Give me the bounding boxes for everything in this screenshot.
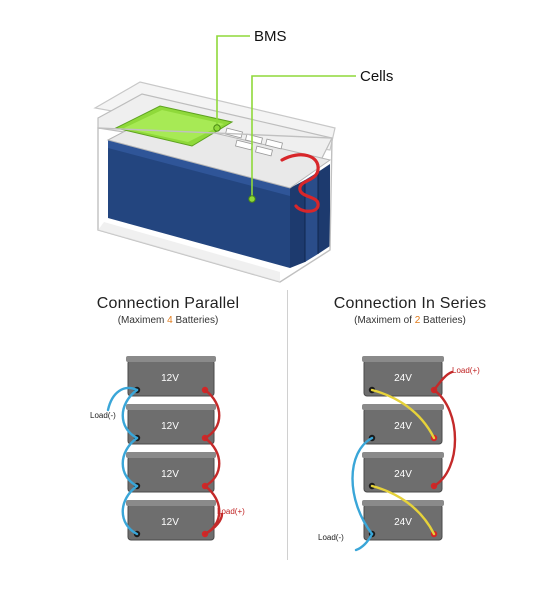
parallel-battery-4-voltage: 12V xyxy=(161,517,179,528)
parallel-battery-1-voltage: 12V xyxy=(161,373,179,384)
cells-front xyxy=(108,140,290,268)
series-battery-4-voltage: 24V xyxy=(394,517,412,528)
cell-side-2 xyxy=(305,172,318,262)
cells-label: Cells xyxy=(360,68,394,85)
parallel-positive-wires xyxy=(203,388,224,536)
bms-board-highlight xyxy=(124,110,224,142)
series-load-positive: Load(+) xyxy=(452,366,480,375)
cell-side-1 xyxy=(290,180,305,268)
parallel-battery-3-voltage: 12V xyxy=(161,469,179,480)
section-divider xyxy=(287,290,288,560)
bms-callout-dot xyxy=(213,124,221,132)
cells-callout-dot xyxy=(248,195,256,203)
parallel-subtitle: (Maximem 4 Batteries) xyxy=(48,315,288,326)
busbars xyxy=(225,127,283,157)
series-link-wires xyxy=(370,388,436,536)
series-battery-3-voltage: 24V xyxy=(394,469,412,480)
parallel-negative-wires xyxy=(106,386,139,536)
bms-label: BMS xyxy=(254,28,287,45)
parallel-battery-count: 4 xyxy=(167,315,173,326)
parallel-load-positive: Load(+) xyxy=(217,507,245,516)
parallel-battery-2-voltage: 12V xyxy=(161,421,179,432)
series-positive-wires xyxy=(432,370,457,488)
cells-front-top xyxy=(108,140,290,196)
series-title: Connection In Series xyxy=(333,295,487,312)
cell-side-3 xyxy=(318,164,330,254)
series-subtitle-prefix: (Maximem of xyxy=(354,315,415,326)
series-battery-1-voltage: 24V xyxy=(394,373,412,384)
parallel-batteries xyxy=(106,356,224,541)
parallel-subtitle-suffix: Batteries) xyxy=(172,315,219,326)
series-subtitle-suffix: Batteries) xyxy=(420,315,466,326)
cells-callout-line xyxy=(251,75,356,198)
series-load-negative: Load(-) xyxy=(318,533,344,542)
series-subtitle: (Maximem of 2 Batteries) xyxy=(290,315,530,326)
series-batteries xyxy=(351,356,457,552)
parallel-title: Connection Parallel xyxy=(96,295,240,312)
battery-pack xyxy=(93,35,356,283)
bms-callout-line xyxy=(216,35,250,126)
series-battery-2-voltage: 24V xyxy=(394,421,412,432)
series-negative-wires xyxy=(351,436,374,552)
casing-bottom xyxy=(98,222,280,282)
parallel-subtitle-prefix: (Maximem xyxy=(117,315,168,326)
red-cable xyxy=(280,153,320,213)
series-battery-count: 2 xyxy=(414,315,421,326)
parallel-load-negative: Load(-) xyxy=(90,411,116,420)
casing-outline xyxy=(97,127,333,283)
